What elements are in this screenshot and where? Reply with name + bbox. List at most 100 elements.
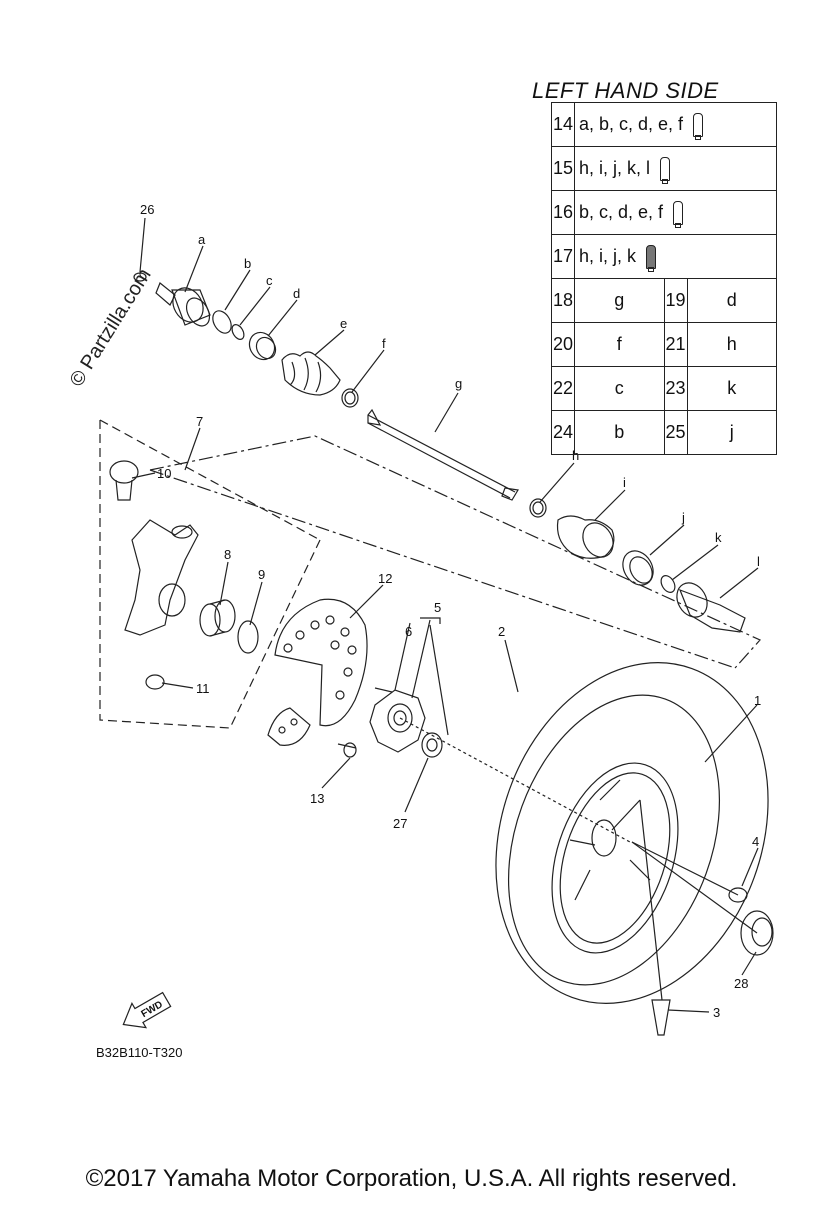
- callout-12: 12: [378, 571, 392, 586]
- watermark: © Partzilla.com: [66, 265, 156, 391]
- circlip-11: [145, 674, 165, 690]
- callout-d: d: [293, 286, 300, 301]
- axle-assembly-frame: [149, 435, 761, 669]
- table-row: 24 b 25 j: [551, 410, 777, 455]
- callout-4: 4: [752, 834, 759, 849]
- ring-b: [212, 310, 232, 334]
- row-number: 24: [551, 410, 575, 455]
- row-number: 25: [663, 410, 688, 455]
- steering-knuckle: [124, 519, 199, 636]
- wheel-1: [551, 762, 679, 954]
- table-row: 15 h, i, j, k, l: [551, 146, 777, 191]
- ring-k: [660, 575, 676, 593]
- center-cap-28: [740, 910, 774, 956]
- row-number: 19: [663, 278, 688, 323]
- row-part: f: [574, 322, 665, 367]
- row-number: 17: [551, 234, 575, 279]
- table-row: 17 h, i, j, k: [551, 234, 777, 279]
- table-row: 14 a, b, c, d, e, f: [551, 102, 777, 147]
- valve-3: [651, 999, 671, 1036]
- ball-joint-10: [109, 460, 139, 501]
- grease-tube-icon: [660, 156, 671, 184]
- band-f: [341, 388, 359, 408]
- boot-i: [556, 515, 615, 559]
- row-parts: b, c, d, e, f: [579, 201, 664, 222]
- band-j: [622, 550, 654, 586]
- table-title: LEFT HAND SIDE: [532, 78, 719, 103]
- lug-nut-4: [728, 887, 748, 903]
- callout-5: 5: [434, 600, 441, 615]
- ring-c: [231, 324, 245, 340]
- drive-shaft: [367, 408, 519, 501]
- copyright-notice: ©2017 Yamaha Motor Corporation, U.S.A. A…: [85, 1165, 738, 1192]
- table-row: 20 f 21 h: [551, 322, 777, 367]
- callout-7: 7: [196, 414, 203, 429]
- callout-9: 9: [258, 567, 265, 582]
- callout-a: a: [198, 232, 206, 247]
- callout-e: e: [340, 316, 347, 331]
- callout-i: i: [623, 475, 626, 490]
- callout-k: k: [715, 530, 722, 545]
- circlip-9: [237, 620, 259, 654]
- callout-26: 26: [140, 202, 154, 217]
- callout-10: 10: [157, 466, 171, 481]
- callout-28: 28: [734, 976, 748, 991]
- callout-l: l: [757, 554, 760, 569]
- callout-11: 11: [196, 681, 210, 696]
- inner-cv-joint-l: [676, 582, 746, 633]
- row-part: b: [574, 410, 665, 455]
- band-d: [248, 331, 277, 361]
- bolt-13: [337, 742, 357, 758]
- nut-27: [421, 732, 443, 758]
- brake-disc-12: [267, 598, 368, 746]
- reference-code: B32B110-T320: [96, 1045, 183, 1060]
- grease-tube-dark-icon: [646, 244, 657, 272]
- table-row: 22 c 23 k: [551, 366, 777, 411]
- row-part: d: [686, 278, 777, 323]
- table-row: 16 b, c, d, e, f: [551, 190, 777, 235]
- outer-cv-joint: [155, 282, 211, 327]
- callout-6: 6: [405, 624, 412, 639]
- row-parts: h, i, j, k: [579, 245, 637, 266]
- bearing-8: [199, 599, 236, 637]
- callout-c: c: [266, 273, 273, 288]
- callout-3: 3: [713, 1005, 720, 1020]
- hub-5: [369, 689, 426, 753]
- callout-8: 8: [224, 547, 231, 562]
- table-row: 18 g 19 d: [551, 278, 777, 323]
- grease-tube-icon: [673, 200, 684, 228]
- callout-f: f: [382, 336, 386, 351]
- callout-13: 13: [310, 791, 324, 806]
- row-number: 20: [551, 322, 575, 367]
- row-number: 16: [551, 190, 575, 235]
- boot-e: [281, 351, 341, 396]
- stud-6: [374, 687, 393, 693]
- row-number: 21: [663, 322, 688, 367]
- knuckle-group-outline: [99, 420, 321, 729]
- callout-g: g: [455, 376, 462, 391]
- tire-2: [495, 662, 769, 1004]
- row-number: 14: [551, 102, 575, 147]
- fwd-arrow-icon: FWD: [122, 991, 172, 1029]
- svg-text:© Partzilla.com: © Partzilla.com: [66, 265, 156, 391]
- row-number: 23: [663, 366, 688, 411]
- callout-b: b: [244, 256, 251, 271]
- row-part: c: [574, 366, 665, 411]
- grease-tube-icon: [693, 112, 704, 140]
- row-number: 22: [551, 366, 575, 411]
- callout-2: 2: [498, 624, 505, 639]
- row-part: k: [686, 366, 777, 411]
- row-number: 18: [551, 278, 575, 323]
- callout-j: j: [681, 510, 685, 525]
- row-part: h: [686, 322, 777, 367]
- row-parts: h, i, j, k, l: [579, 157, 651, 178]
- callout-h: h: [572, 448, 579, 463]
- callout-27: 27: [393, 816, 407, 831]
- row-parts: a, b, c, d, e, f: [579, 113, 684, 134]
- row-part: g: [574, 278, 665, 323]
- row-number: 15: [551, 146, 575, 191]
- callout-1: 1: [754, 693, 761, 708]
- lubrication-table: 14 a, b, c, d, e, f 15 h, i, j, k, l 16 …: [551, 102, 777, 455]
- row-part: j: [686, 410, 777, 455]
